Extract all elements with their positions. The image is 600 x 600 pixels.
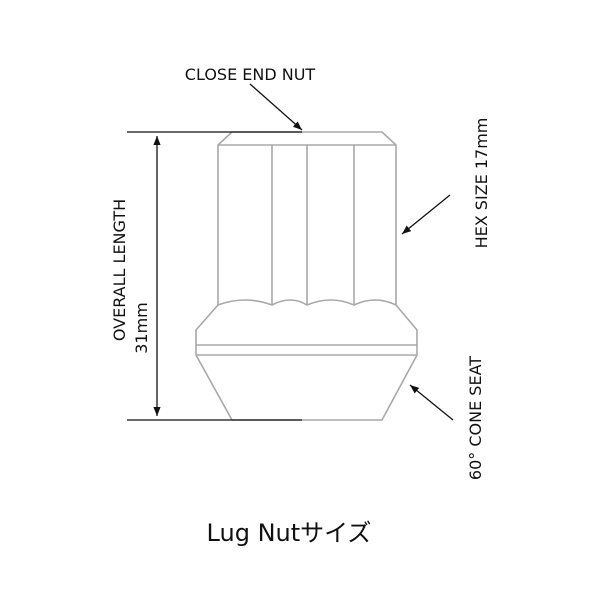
- flange: [195, 304, 418, 346]
- hex-size-label: HEX SIZE 17mm: [472, 118, 491, 249]
- lug-nut-outline: [195, 131, 418, 421]
- cone-seat: [195, 345, 418, 421]
- dimension-lines: [127, 83, 454, 421]
- close-end-leader: [249, 83, 303, 131]
- cone-seat-leader: [409, 384, 454, 421]
- overall-length-label: OVERALL LENGTH: [110, 199, 129, 341]
- cone-seat-label: 60° CONE SEAT: [466, 356, 485, 480]
- diagram-caption: Lug Nutサイズ: [207, 519, 372, 547]
- hex-size-leader: [401, 194, 451, 235]
- overall-length-value: 31mm: [132, 302, 151, 354]
- hex-body: [217, 131, 397, 306]
- close-end-label: CLOSE END NUT: [185, 65, 316, 84]
- hex-flat-lines: [218, 144, 396, 305]
